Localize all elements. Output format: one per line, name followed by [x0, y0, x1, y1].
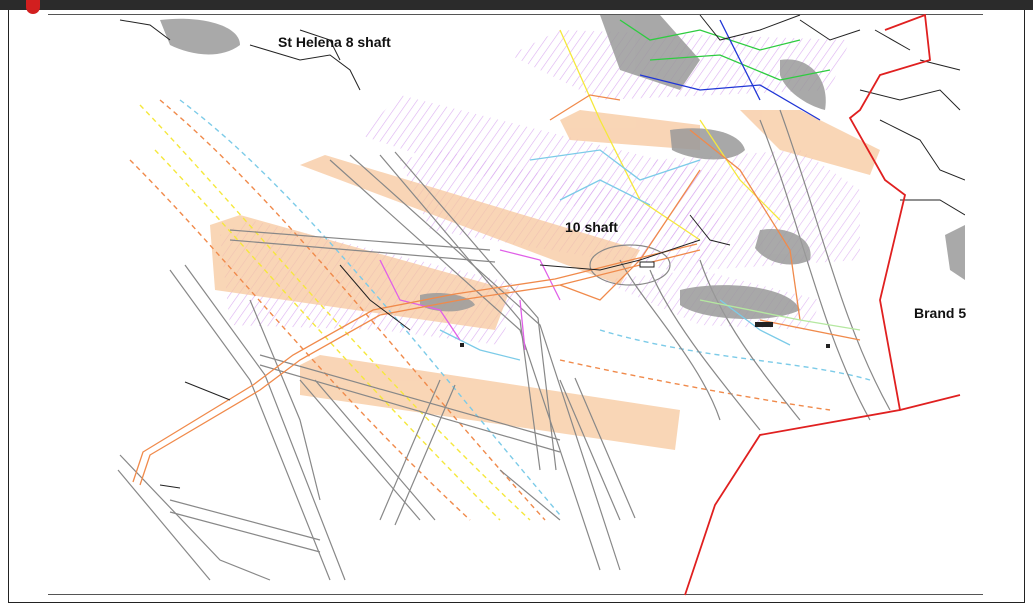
worked-area — [680, 285, 800, 320]
label-10-shaft: 10 shaft — [565, 219, 618, 235]
main-haulage — [132, 243, 701, 486]
worked-area — [160, 18, 240, 55]
mine-plan-map — [117, 14, 965, 596]
title-bar — [0, 0, 1033, 10]
worked-area — [600, 15, 700, 90]
dashed-reef-lines — [129, 99, 871, 521]
reef-band — [300, 155, 640, 285]
shaft-icon — [755, 322, 773, 327]
tunnel-network — [119, 14, 965, 489]
development-lines — [379, 19, 861, 361]
worked-area — [780, 59, 826, 110]
reef-band — [560, 110, 700, 150]
top-divider — [48, 14, 983, 15]
shaft-icon — [826, 344, 830, 348]
hatched-zone — [650, 150, 860, 270]
shaft-markers — [460, 261, 830, 348]
label-st-helena-8-shaft: St Helena 8 shaft — [278, 34, 391, 50]
reef-band — [740, 110, 880, 175]
worked-area — [945, 225, 965, 280]
lease-boundary — [684, 14, 961, 596]
shaft-icon — [639, 261, 655, 268]
reef-band — [300, 355, 680, 450]
logo-icon — [26, 0, 40, 14]
fault-lines — [117, 109, 891, 581]
shaft-icon — [460, 343, 464, 347]
worked-areas — [160, 15, 965, 320]
bottom-divider — [48, 594, 983, 595]
hatched-zone — [400, 150, 720, 275]
worked-area — [755, 229, 811, 265]
label-brand-5: Brand 5 — [914, 305, 967, 321]
slide-frame — [8, 10, 1025, 603]
